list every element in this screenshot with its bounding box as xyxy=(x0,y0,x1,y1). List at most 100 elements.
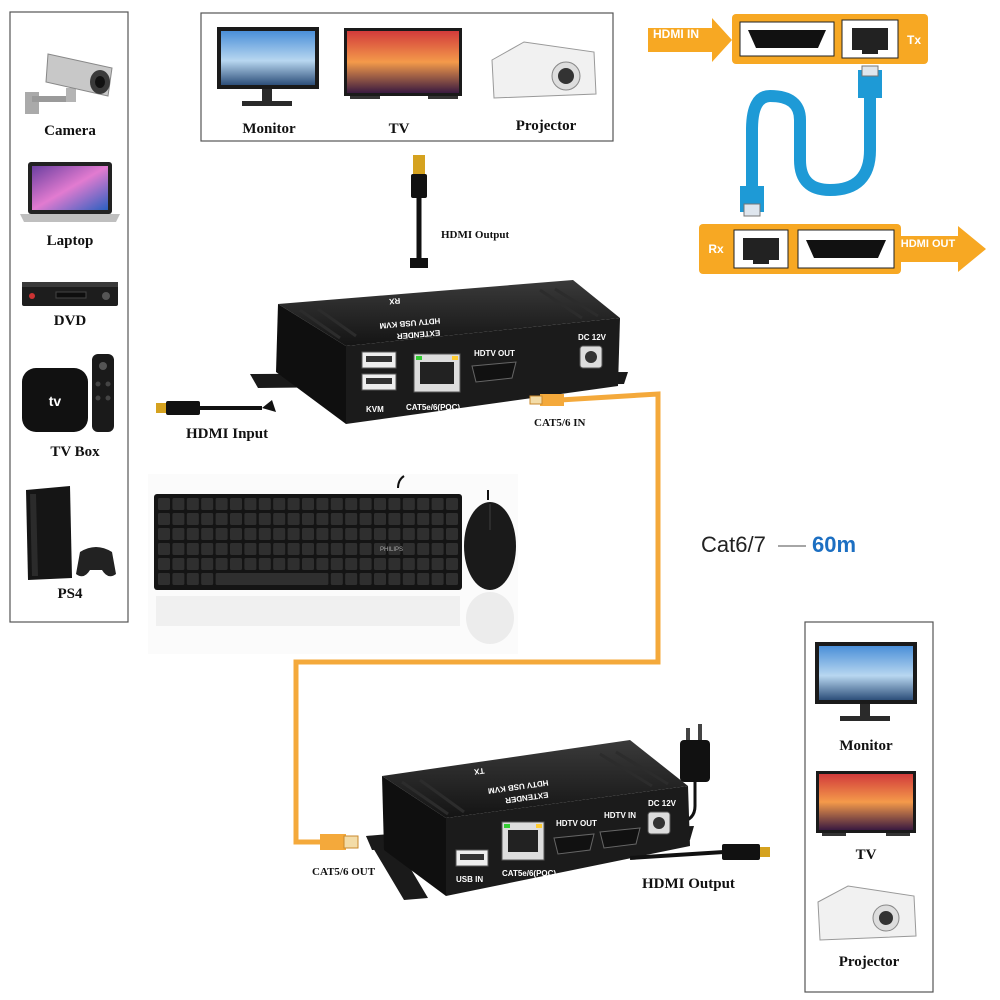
dvd-player-icon xyxy=(22,282,118,306)
keyboard-key xyxy=(158,528,170,540)
keyboard-mouse-panel: PHILIPS xyxy=(148,474,518,654)
keyboard-key xyxy=(172,573,185,585)
keyboard-key xyxy=(388,513,401,525)
keyboard-key xyxy=(374,513,386,525)
tx-hdmi-output-cable xyxy=(629,844,770,860)
svg-text:tv: tv xyxy=(49,393,62,409)
keyboard-key xyxy=(215,528,228,540)
cable-distance-label: 60m xyxy=(812,532,856,557)
keyboard-key xyxy=(158,513,170,525)
keyboard-key xyxy=(201,558,214,570)
ethernet-cable-icon xyxy=(740,65,882,217)
keyboard-key xyxy=(244,528,257,540)
source-label-camera: Camera xyxy=(44,123,96,139)
keyboard-key xyxy=(330,498,343,510)
keyboard-key xyxy=(158,573,170,585)
keyboard-key xyxy=(302,498,314,510)
keyboard-key xyxy=(230,513,242,525)
tx-side-face xyxy=(382,776,446,896)
keyboard-key xyxy=(201,573,214,585)
monitor-icon xyxy=(217,27,319,106)
hdmi-port-icon xyxy=(739,21,835,57)
tx-port-hdmi-out-label: HDTV OUT xyxy=(556,819,597,828)
keyboard-key xyxy=(431,528,444,540)
keyboard-key xyxy=(186,558,199,570)
tx-cat-out-label: CAT5/6 OUT xyxy=(312,866,376,878)
rx-port-cat-label: CAT5e/6(POC) xyxy=(406,403,460,412)
keyboard-key xyxy=(345,543,358,555)
keyboard-key xyxy=(273,513,286,525)
keyboard-key xyxy=(345,498,358,510)
top-display-label-tv: TV xyxy=(389,121,410,137)
projector-icon xyxy=(817,885,917,941)
game-console-icon xyxy=(26,486,116,580)
keyboard-brand-label: PHILIPS xyxy=(380,547,403,553)
tv-box-icon: tv xyxy=(22,354,114,432)
top-display-label-monitor: Monitor xyxy=(242,121,296,137)
keyboard-key xyxy=(201,543,214,555)
keyboard-key xyxy=(388,528,401,540)
legend-tx-label: Tx xyxy=(907,33,921,47)
keyboard-key xyxy=(215,543,228,555)
keyboard-key xyxy=(201,498,214,510)
rx-hdmi-out-port[interactable] xyxy=(471,361,517,383)
keyboard-key xyxy=(186,498,199,510)
tx-hdmi-out-port[interactable] xyxy=(553,833,595,855)
tx-hdmi-in-port[interactable] xyxy=(599,827,641,849)
rx-port-hdmi-label: HDTV OUT xyxy=(474,349,515,358)
keyboard-key xyxy=(302,543,314,555)
keyboard-key xyxy=(388,573,401,585)
keyboard-key xyxy=(359,528,372,540)
keyboard-key xyxy=(273,528,286,540)
rx-name-line2: EXTENDER xyxy=(396,328,440,341)
keyboard-key xyxy=(244,498,257,510)
rx-hdmi-input-label: HDMI Input xyxy=(186,426,268,442)
keyboard-key xyxy=(330,528,343,540)
keyboard-key xyxy=(345,558,358,570)
keyboard-key xyxy=(345,573,358,585)
keyboard-key xyxy=(273,498,286,510)
source-label-dvd: DVD xyxy=(54,313,87,329)
laptop-icon xyxy=(20,162,120,222)
keyboard-key xyxy=(417,498,430,510)
keyboard-key xyxy=(359,573,372,585)
displays-top-panel: Monitor TV Projector xyxy=(200,12,614,142)
keyboard-key xyxy=(172,498,185,510)
keyboard-key xyxy=(402,573,415,585)
tx-badge: TX xyxy=(473,766,485,776)
keyboard-key xyxy=(417,513,430,525)
keyboard-key xyxy=(330,573,343,585)
keyboard-key xyxy=(359,543,372,555)
keyboard-key xyxy=(258,543,271,555)
keyboard-key xyxy=(186,573,199,585)
rx-cat-in-label: CAT5/6 IN xyxy=(534,417,585,429)
keyboard-key xyxy=(302,528,314,540)
tx-unit: TX HDTV USB KVM EXTENDER USB IN CAT5e/6(… xyxy=(312,724,770,900)
keyboard-key xyxy=(201,528,214,540)
keyboard-key xyxy=(230,498,242,510)
keyboard-key xyxy=(273,543,286,555)
keyboard-key xyxy=(287,528,300,540)
keyboard-key xyxy=(302,558,314,570)
legend-hdmi-in-label: HDMI IN xyxy=(653,27,699,41)
keyboard-key xyxy=(446,558,458,570)
keyboard-key xyxy=(158,543,170,555)
keyboard-key xyxy=(287,498,300,510)
keyboard-key xyxy=(388,543,401,555)
rj45-port-icon xyxy=(841,19,899,59)
keyboard: PHILIPS xyxy=(154,475,462,626)
keyboard-key xyxy=(446,543,458,555)
keyboard-key xyxy=(345,528,358,540)
bottom-display-label-monitor: Monitor xyxy=(839,738,893,754)
keyboard-key xyxy=(417,543,430,555)
keyboard-key xyxy=(287,513,300,525)
keyboard-key xyxy=(186,543,199,555)
keyboard-key xyxy=(258,528,271,540)
keyboard-key xyxy=(244,543,257,555)
keyboard-key xyxy=(402,498,415,510)
hdmi-input-cable xyxy=(156,400,276,415)
keyboard-key xyxy=(316,528,329,540)
keyboard-spacebar xyxy=(215,573,329,585)
camera-icon xyxy=(25,53,113,114)
